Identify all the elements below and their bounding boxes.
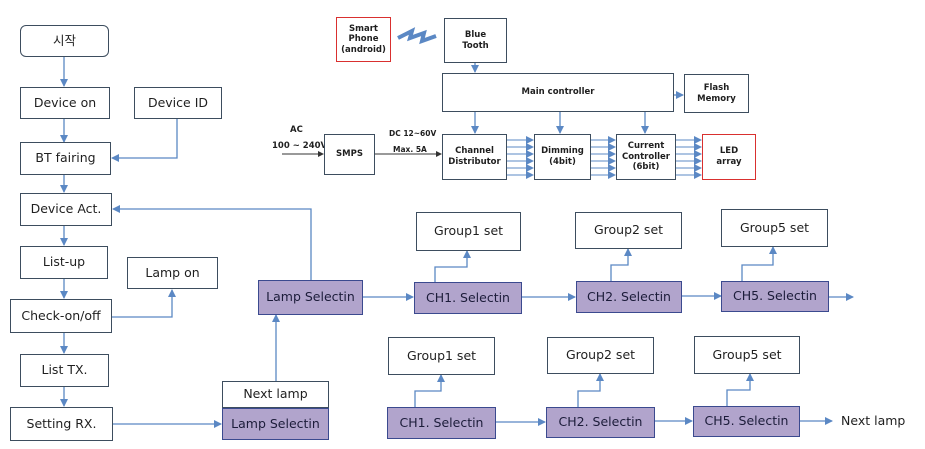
smart-phone-label: Smart Phone (android) [341,23,386,55]
arrow-ch2-to-group2-row1 [610,248,632,281]
ac-range-label: 100 ~ 240V [272,141,328,151]
ch1-selectin-row1: CH1. Selectin [414,282,522,314]
bt-fairing-box: BT fairing [20,142,111,175]
ch1-selectin-row2: CH1. Selectin [387,407,496,439]
flash-memory-box: Flash Memory [684,74,749,113]
ac-label: AC [290,125,303,135]
group5-set-row2: Group5 set [694,336,800,374]
main-controller-box: Main controller [442,73,674,112]
setting-rx-box: Setting RX. [10,407,113,441]
dc-label: DC 12~60V [389,129,437,138]
dimming-box: Dimming (4bit) [534,134,591,180]
bus-channel-to-dimming [507,136,534,179]
lamp-on-box: Lamp on [127,257,218,289]
arrow-lamp-top-to-device-act [112,205,312,280]
dimming-label: Dimming (4bit) [541,146,584,167]
ch5-selectin-row2: CH5. Selectin [693,406,800,437]
led-array-label: LED array [716,146,742,167]
lamp-selectin-top: Lamp Selectin [258,280,363,315]
smart-phone-box: Smart Phone (android) [336,17,391,62]
check-onoff-box: Check-on/off [10,299,112,333]
arrow-ch5-to-group5-row1 [741,246,777,281]
arrow-ch5-to-group5-row2 [726,373,754,406]
bluetooth-label: Blue Tooth [462,29,489,51]
bus-current-to-led [676,136,702,179]
next-lamp-box: Next lamp [222,381,329,408]
wireless-link-icon [397,27,437,45]
flash-memory-label: Flash Memory [697,82,736,104]
group2-set-row2: Group2 set [547,337,654,374]
start-box: 시작 [20,25,109,57]
max-label: Max. 5A [393,145,427,154]
bus-dimming-to-current [591,136,616,179]
ch5-selectin-row1: CH5. Selectin [721,281,829,312]
led-array-box: LED array [702,134,756,180]
list-tx-box: List TX. [20,354,109,387]
arrow-check-to-lamp-on [112,289,176,318]
bluetooth-box: Blue Tooth [444,18,507,63]
ch2-selectin-row1: CH2. Selectin [576,281,682,313]
group1-set-row2: Group1 set [388,337,495,375]
group1-set-row1: Group1 set [416,212,521,251]
current-controller-label: Current Controller (6bit) [621,141,670,173]
next-lamp-end-label: Next lamp [841,413,906,428]
device-act-box: Device Act. [20,193,112,226]
device-on-box: Device on [20,87,110,119]
group2-set-row1: Group2 set [575,212,682,249]
channel-distributor-box: Channel Distributor [442,134,507,180]
smps-box: SMPS [324,134,375,175]
current-controller-box: Current Controller (6bit) [616,134,676,180]
list-up-box: List-up [20,246,108,279]
channel-distributor-label: Channel Distributor [448,146,501,167]
group5-set-row1: Group5 set [721,209,828,247]
arrow-ch1-to-group1-row1 [434,250,471,282]
ch2-selectin-row2: CH2. Selectin [546,407,655,438]
arrow-ch1-to-group1-row2 [414,374,445,407]
lamp-selectin-bottom: Lamp Selectin [222,408,329,440]
device-id-box: Device ID [134,87,222,119]
arrow-device-id-to-bt [111,119,178,162]
arrow-ch2-to-group2-row2 [577,373,604,407]
